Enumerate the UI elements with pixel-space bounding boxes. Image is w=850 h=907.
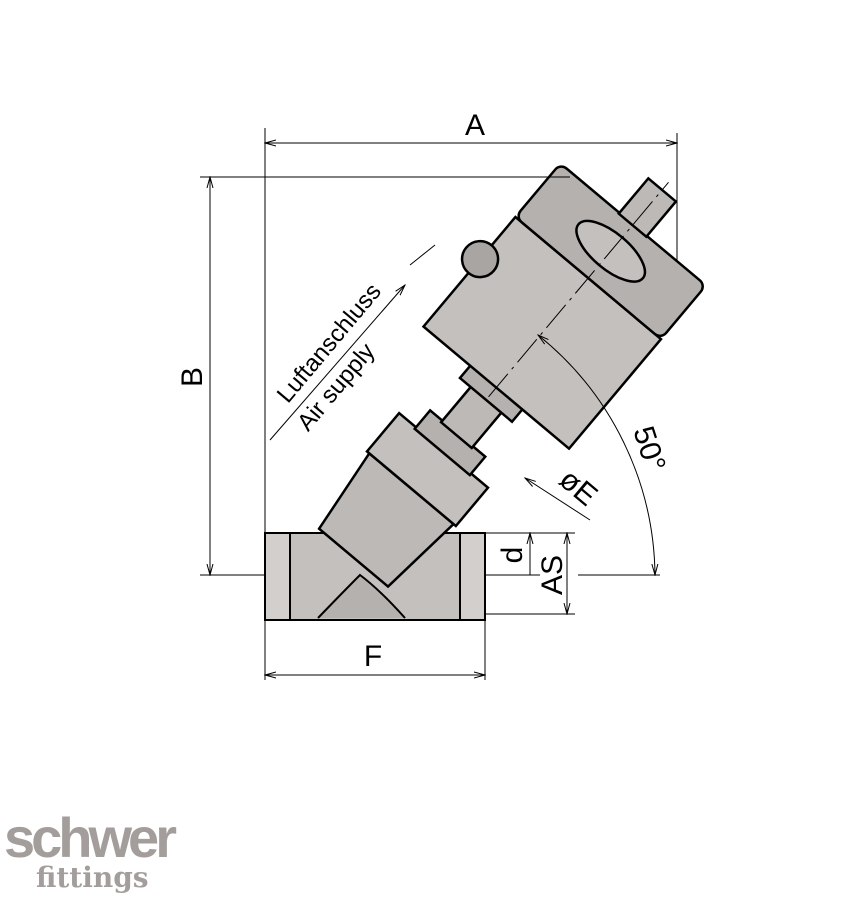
dim-angle-arc xyxy=(538,335,655,575)
brand-logo-schwer: schwer xyxy=(4,806,177,869)
air-port-leader-2 xyxy=(409,244,436,266)
angle-label: 50° xyxy=(626,422,671,475)
dim-AS-label: AS xyxy=(536,555,569,595)
air-port xyxy=(460,239,500,279)
dim-F-label: F xyxy=(364,640,382,673)
centerline xyxy=(488,181,669,398)
brand-logo-fittings: fittings xyxy=(36,861,149,894)
dim-A-label: A xyxy=(465,109,485,142)
air-port-leader xyxy=(269,285,405,441)
dimension-lines xyxy=(210,143,677,675)
dim-E-line xyxy=(525,478,591,521)
dim-d-label: d xyxy=(496,547,529,564)
dim-E-label: øE xyxy=(553,463,604,513)
dim-B-label: B xyxy=(176,367,209,387)
